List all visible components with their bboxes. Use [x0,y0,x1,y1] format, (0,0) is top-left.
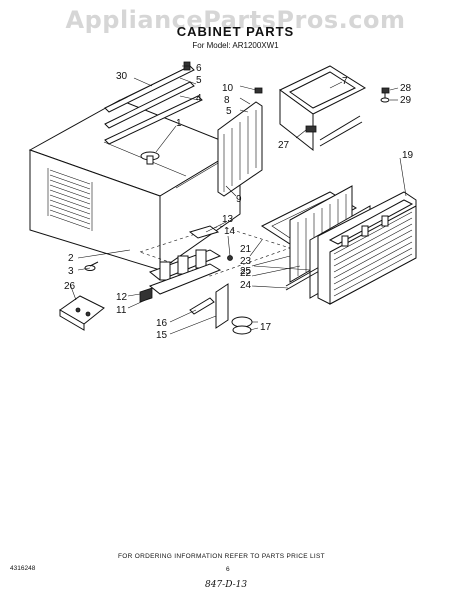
part-label-7: 7 [342,76,348,87]
part-label-3: 3 [68,266,74,277]
part-label-4: 4 [196,93,202,104]
part-label-27: 27 [278,140,290,151]
part-label-17: 17 [260,322,272,333]
part-label-6: 6 [196,63,202,74]
part-label-22: 22 [240,268,252,279]
vertical-panel [217,87,263,197]
handwritten-note: 847-D-13 [205,580,248,590]
part-label-24: 24 [240,280,252,291]
side-frame [279,65,367,152]
model-subtitle: For Model: AR1200XW1 [192,41,279,50]
part-label-13: 13 [222,214,234,225]
mounting-bracket [59,295,105,331]
part-label-11: 11 [116,305,127,316]
part-label-21: 21 [240,244,252,255]
top-strips [104,61,203,145]
part-label-25: 25 [240,266,252,277]
part-label-16: 16 [156,318,168,329]
drain-parts [189,283,253,335]
part-label-2: 2 [68,253,74,264]
page-number: 6 [226,566,230,573]
watermark: AppliancePartsPros.com [65,6,406,34]
part-label-9: 9 [236,194,242,205]
part-label-12: 12 [116,292,128,303]
screws-28-29 [380,87,390,103]
ordering-note: FOR ORDERING INFORMATION REFER TO PARTS … [118,553,325,560]
part-label-29: 29 [400,95,412,106]
base-mount [139,225,291,303]
part-label-10: 10 [222,83,234,94]
part-label-30: 30 [116,71,128,82]
part-label-23: 23 [240,256,252,267]
screws-2-3 [84,261,99,271]
part-label-19: 19 [402,150,414,161]
part-label-28: 28 [400,83,412,94]
part-label-5: 5 [196,75,202,86]
part-label-26: 26 [64,281,76,292]
leader-lines [69,65,407,335]
part-labels: 30 6 5 4 1 7 10 8 5 28 29 27 9 19 2 3 26… [64,63,414,341]
part-label-15: 15 [156,330,168,341]
part-label-14: 14 [224,226,236,237]
front-grille [317,191,417,305]
diagram-title: CABINET PARTS [176,24,295,39]
document-code: 4316248 [10,565,36,572]
part-label-8: 8 [224,95,230,106]
part-label-1: 1 [176,118,182,129]
part-label-5b: 5 [226,106,232,117]
